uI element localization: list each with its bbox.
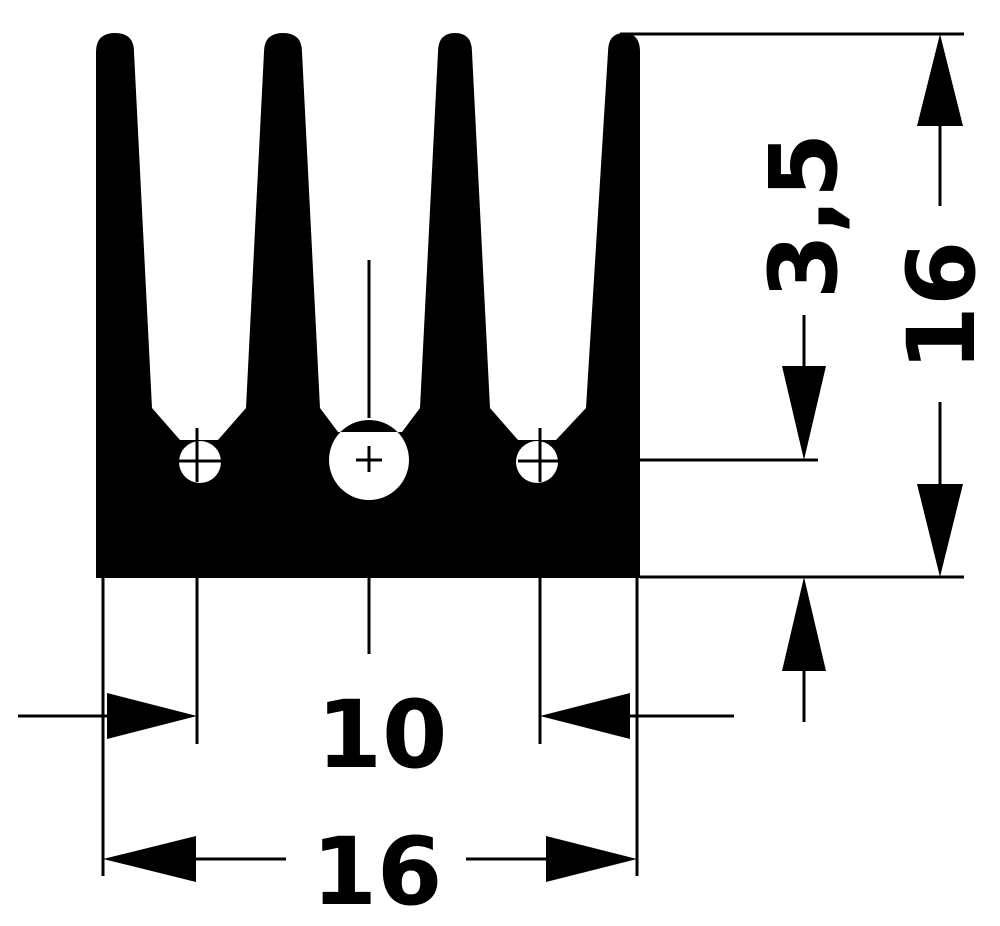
arrow-left-icon xyxy=(103,836,196,882)
dimension-hole-spacing: 10 xyxy=(18,681,734,790)
dimension-overall-height: 16 xyxy=(888,34,997,577)
arrow-up-icon xyxy=(782,577,826,671)
extension-lines-right xyxy=(620,32,964,579)
arrow-left-icon xyxy=(540,693,630,739)
hole-cross-left xyxy=(178,428,222,482)
dimension-base-thickness: 3,5 xyxy=(750,133,859,722)
dimension-overall-width: 16 xyxy=(103,818,637,926)
arrow-down-icon xyxy=(917,484,963,577)
dimension-label-overall-width: 16 xyxy=(312,818,443,926)
hole-cross-right xyxy=(518,428,562,482)
dimension-label-base-thickness: 3,5 xyxy=(750,133,859,300)
arrow-right-icon xyxy=(546,836,637,882)
arrow-down-icon xyxy=(782,366,826,460)
heatsink-profile xyxy=(96,33,640,578)
dimension-label-overall-height: 16 xyxy=(888,241,997,372)
extension-lines-bottom xyxy=(101,578,639,876)
dimension-label-hole-spacing: 10 xyxy=(317,681,448,790)
arrow-up-icon xyxy=(917,34,963,126)
arrow-right-icon xyxy=(107,693,197,739)
hole-cross-center xyxy=(356,260,382,472)
